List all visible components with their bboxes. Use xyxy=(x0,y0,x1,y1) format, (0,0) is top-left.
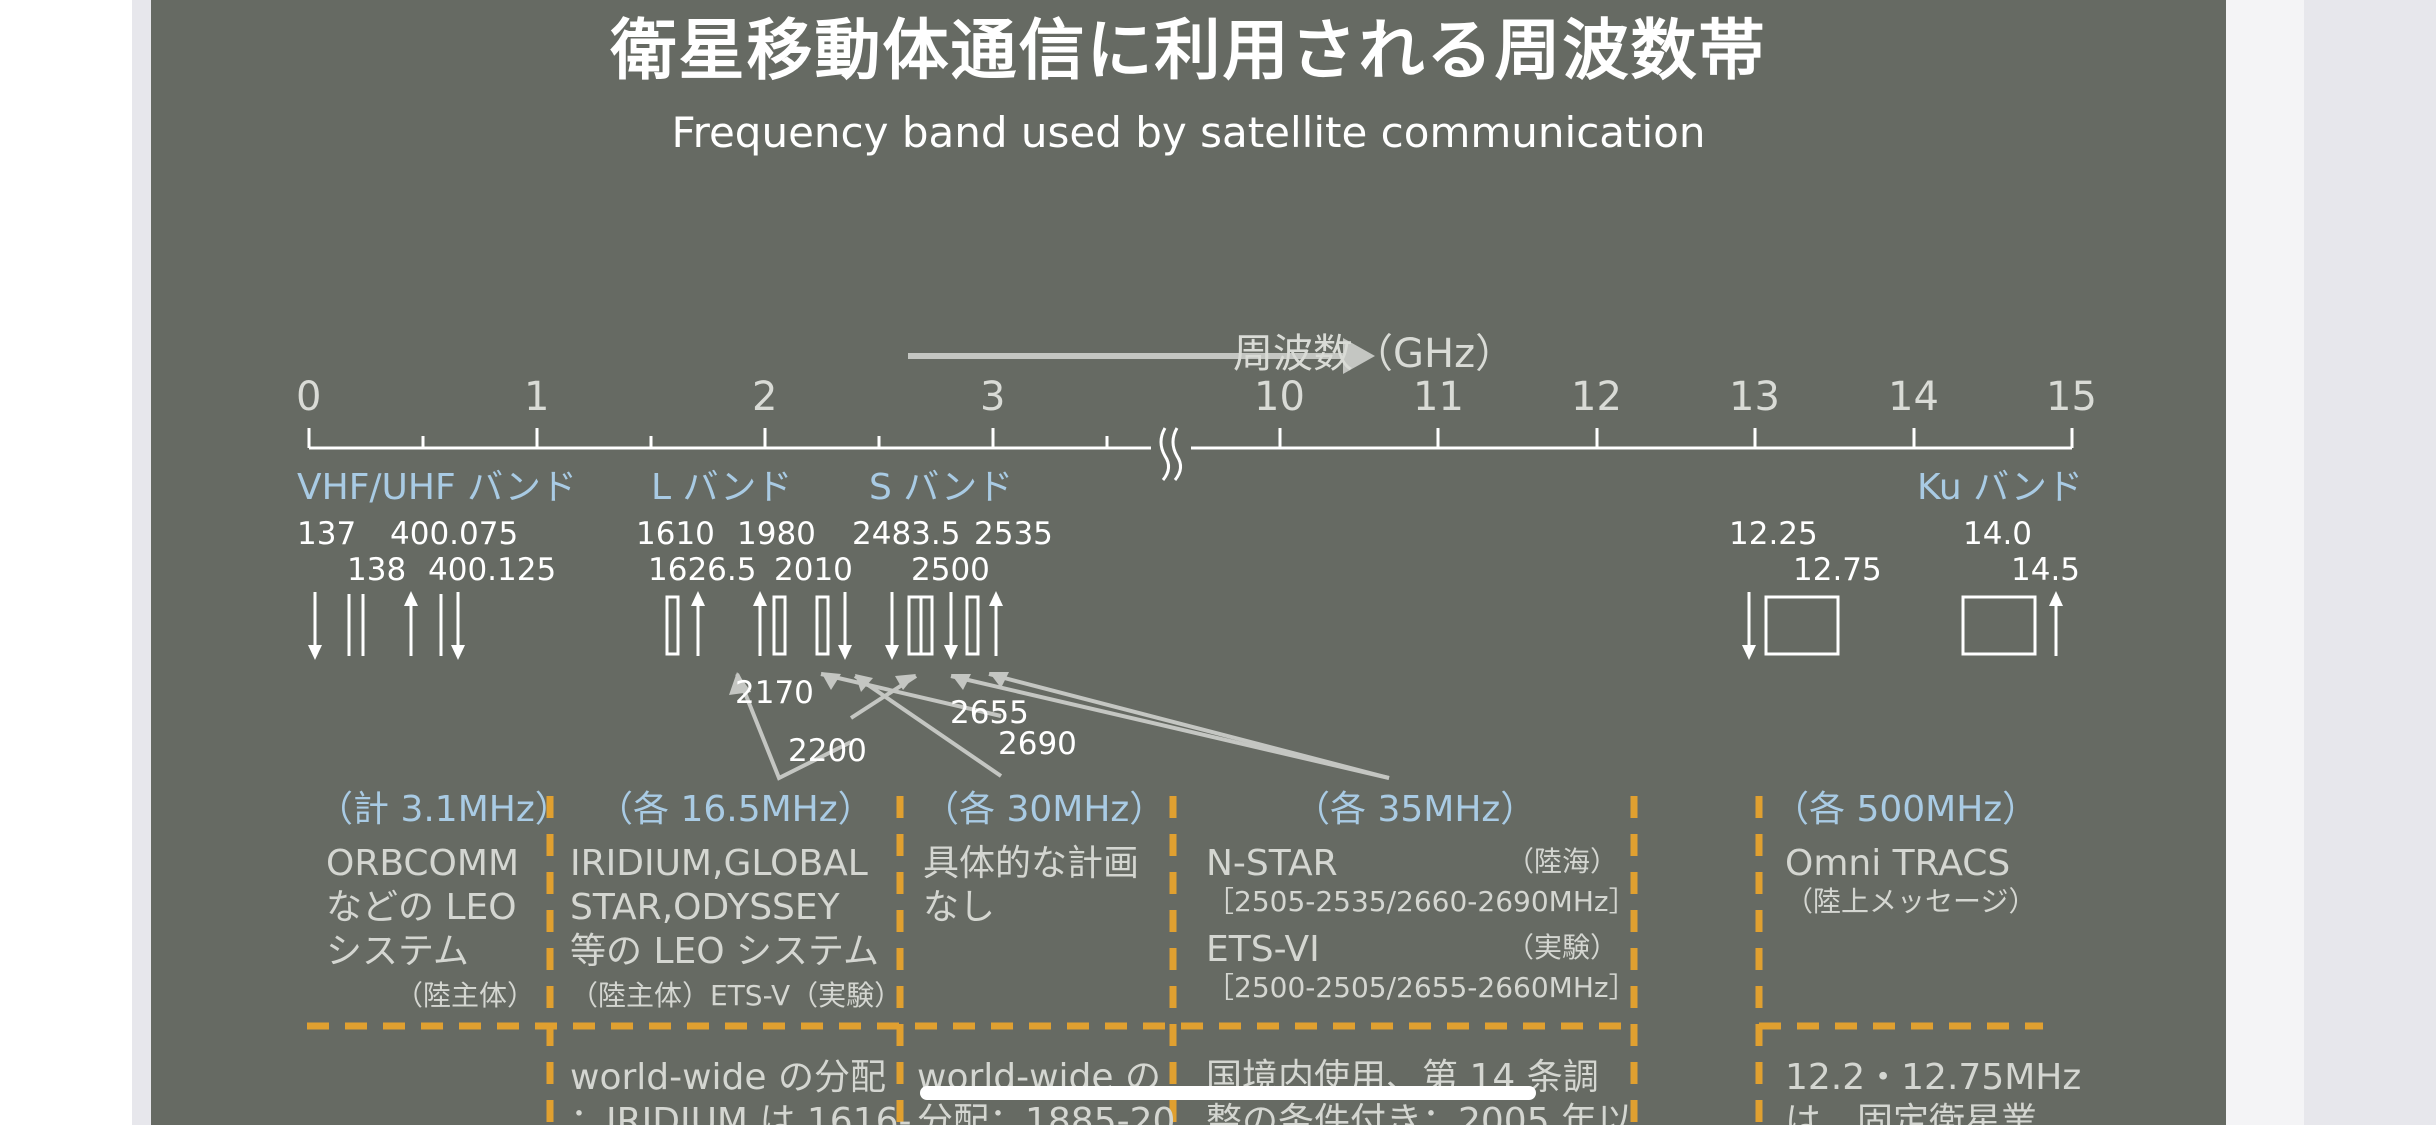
bandwidth-label: （計 3.1MHz） xyxy=(317,789,571,830)
arrow-heads xyxy=(308,591,2063,660)
frequency-label: 12.25 xyxy=(1729,516,1818,552)
frequency-label: 2690 xyxy=(998,726,1077,762)
frequency-label: 2010 xyxy=(774,552,853,588)
diagram-panel: 衛星移動体通信に利用される周波数帯 Frequency band used by… xyxy=(151,0,2226,1125)
system-note: （陸主体）ETS-V（実験） xyxy=(570,979,903,1012)
system-text: ETS-VI xyxy=(1206,929,1320,970)
left-margin xyxy=(0,0,132,1125)
frequency-label: 2535 xyxy=(974,516,1053,552)
axis-tick-label: 13 xyxy=(1729,374,1780,420)
frequency-label: 1610 xyxy=(636,516,715,552)
allocation-text: 分配：1885-20 xyxy=(917,1101,1176,1125)
system-range: ［2500-2505/2655-2660MHz］ xyxy=(1206,971,1637,1004)
system-text: などの LEO xyxy=(326,887,517,928)
system-text: 具体的な計画 xyxy=(923,843,1140,884)
pointer-heads xyxy=(729,672,1009,695)
axis-tick-label: 14 xyxy=(1888,374,1939,420)
band-symbols xyxy=(313,592,2058,656)
bandwidth-label: （各 500MHz） xyxy=(1773,789,2039,830)
band-rect xyxy=(772,595,787,656)
band-label-s: S バンド xyxy=(869,467,1014,508)
system-text: なし xyxy=(923,887,996,928)
axis-tick-label: 0 xyxy=(296,374,322,420)
home-indicator[interactable] xyxy=(920,1086,1536,1100)
frequency-label: 2200 xyxy=(788,733,867,769)
axis-tick-label: 2 xyxy=(752,374,778,420)
band-label-l: L バンド xyxy=(651,467,793,508)
axis-tick-label: 11 xyxy=(1413,374,1464,420)
system-note: （陸主体） xyxy=(395,979,536,1012)
band-rect xyxy=(815,595,830,656)
axis-tick-label: 12 xyxy=(1571,374,1622,420)
band-label-ku: Ku バンド xyxy=(1917,467,2083,508)
band-rect xyxy=(965,595,980,656)
system-text: N-STAR xyxy=(1206,843,1338,884)
axis-ticks xyxy=(307,428,2074,448)
axis-direction-label: 周波数（GHz） xyxy=(1233,331,1516,377)
bandwidth-label: （各 30MHz） xyxy=(923,789,1166,830)
frequency-label: 400.075 xyxy=(390,516,519,552)
band-rect xyxy=(665,595,680,656)
axis-tick-label: 3 xyxy=(980,374,1006,420)
allocation-text: は、固定衛星業 xyxy=(1785,1101,2038,1125)
system-range: ［2505-2535/2660-2690MHz］ xyxy=(1206,885,1637,918)
right-margin xyxy=(2226,0,2304,1125)
frequency-label: 2500 xyxy=(911,552,990,588)
frequency-label: 400.125 xyxy=(428,552,557,588)
system-note: （陸上メッセージ） xyxy=(1785,885,2037,918)
diagram-graphics xyxy=(307,338,2074,1125)
band-rect xyxy=(1961,595,2037,656)
system-text: IRIDIUM,GLOBAL xyxy=(570,843,868,884)
system-text: 等の LEO システム xyxy=(570,931,879,972)
page-title: 衛星移動体通信に利用される周波数帯 xyxy=(610,12,1767,89)
band-rect xyxy=(1764,595,1840,656)
system-text: Omni TRACS xyxy=(1785,843,2011,884)
system-text: システム xyxy=(326,931,469,972)
allocation-text: 整の条件付き：2005 年以 xyxy=(1206,1101,1634,1125)
bandwidth-label: （各 35MHz） xyxy=(1294,789,1537,830)
allocation-text: world-wide の分配 xyxy=(570,1057,887,1098)
page-subtitle: Frequency band used by satellite communi… xyxy=(671,108,1706,157)
axis-tick-label: 10 xyxy=(1254,374,1305,420)
bandwidth-label: （各 16.5MHz） xyxy=(597,789,874,830)
system-text: ORBCOMM xyxy=(326,843,520,884)
frequency-label: 1980 xyxy=(737,516,816,552)
frequency-label: 2655 xyxy=(950,695,1029,731)
axis-tick-label: 15 xyxy=(2046,374,2097,420)
frequency-label: 2483.5 xyxy=(852,516,961,552)
frequency-label: 14.5 xyxy=(2011,552,2081,588)
dashed-dividers xyxy=(307,796,2043,1125)
frequency-label: 14.0 xyxy=(1963,516,2033,552)
band-label-vhf-uhf: VHF/UHF バンド xyxy=(297,467,577,508)
frequency-label: 2170 xyxy=(735,675,814,711)
axis-break-mark xyxy=(1159,427,1170,481)
axis-break-mark xyxy=(1171,427,1182,481)
system-text: STAR,ODYSSEY xyxy=(570,887,840,928)
frequency-label: 12.75 xyxy=(1793,552,1882,588)
frequency-label: 138 xyxy=(347,552,407,588)
allocation-text: ：IRIDIUM は 1616- xyxy=(570,1101,912,1125)
axis-tick-label: 1 xyxy=(524,374,550,420)
system-note: （陸海） xyxy=(1506,845,1619,878)
frequency-label: 1626.5 xyxy=(648,552,757,588)
allocation-text: 12.2・12.75MHz xyxy=(1785,1057,2082,1098)
frequency-label: 137 xyxy=(297,516,357,552)
system-note: （実験） xyxy=(1506,931,1619,964)
direction-arrow-head xyxy=(1343,338,1375,374)
